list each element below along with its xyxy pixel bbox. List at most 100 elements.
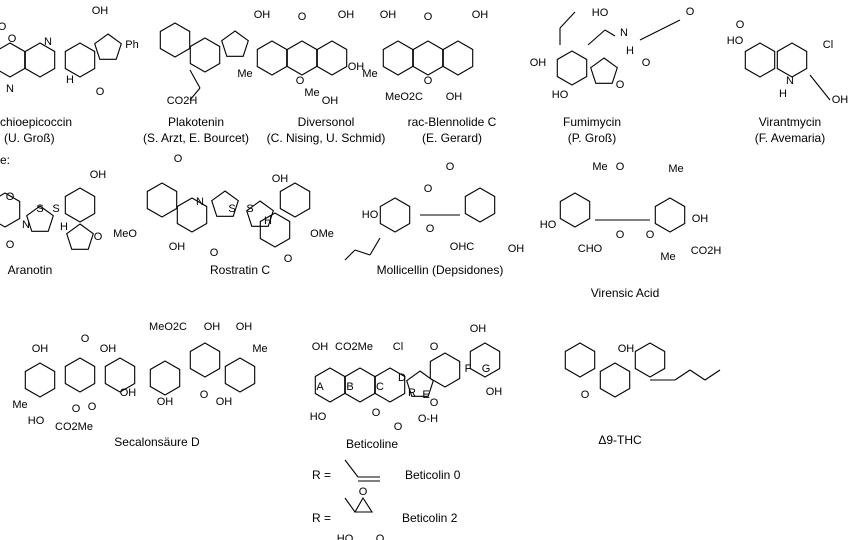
atom-label: OH xyxy=(486,386,503,398)
atom-label: S xyxy=(228,203,235,215)
atom-label: O xyxy=(736,19,745,31)
atom-label: OH xyxy=(832,94,849,106)
atom-label: OH xyxy=(348,61,365,73)
atom-label: C xyxy=(376,381,384,393)
atom-label: HO xyxy=(337,533,354,540)
atom-label: Me xyxy=(252,343,267,355)
bond xyxy=(704,369,721,381)
atom-label: OH xyxy=(204,321,221,333)
atom-label: O xyxy=(96,86,105,98)
compound-credit-3: (E. Gerard) xyxy=(421,131,483,145)
atom-label: OH xyxy=(322,95,339,107)
compound-name-5: Virantmycin xyxy=(758,115,822,129)
ring-bond xyxy=(776,42,808,78)
atom-label: HO xyxy=(592,7,609,19)
atom-label: OH xyxy=(90,169,107,181)
ring-bond xyxy=(559,192,591,228)
atom-label: O xyxy=(394,421,403,433)
ring-bond xyxy=(556,50,588,86)
compound-name-9: Virensic Acid xyxy=(590,286,660,300)
atom-label: O xyxy=(296,75,305,87)
atom-label: O xyxy=(430,341,439,353)
atom-label: E xyxy=(422,389,429,401)
atom-label: HO xyxy=(362,209,379,221)
atom-label: O xyxy=(616,161,625,173)
atom-label: Ph xyxy=(125,39,138,51)
atom-label: OH xyxy=(236,321,253,333)
atom-label: F xyxy=(465,363,472,375)
bond xyxy=(189,87,201,101)
atom-label: HO xyxy=(727,35,744,47)
atom-label: O xyxy=(372,407,381,419)
ring-bond xyxy=(412,40,444,76)
atom-label: N xyxy=(786,75,794,87)
compound-credit-0: (U. Groß) xyxy=(4,131,55,145)
ring-bond xyxy=(224,357,256,393)
atom-label: O xyxy=(6,239,15,251)
atom-label: O xyxy=(686,6,695,18)
compound-name-6: Aranotin xyxy=(7,263,53,277)
bond xyxy=(344,459,359,478)
ring-bond xyxy=(149,360,181,396)
atom-label: O xyxy=(210,247,219,259)
ring-bond xyxy=(24,42,56,78)
structure-12: OHO xyxy=(564,342,721,401)
atom-label: Me xyxy=(237,68,252,80)
ring-bond xyxy=(221,30,249,57)
compound-name-4: Fumimycin xyxy=(562,115,622,129)
atom-label: HO xyxy=(552,89,569,101)
atom-label: B xyxy=(346,381,353,393)
ring-bond xyxy=(26,205,54,232)
atom-label: H xyxy=(779,88,787,100)
ring-bond xyxy=(94,33,122,60)
ring-bond xyxy=(189,342,221,378)
ring-bond xyxy=(379,197,411,233)
atom-label: OH xyxy=(254,9,271,21)
bond xyxy=(587,29,606,46)
ring-bond xyxy=(429,352,461,388)
atom-label: O xyxy=(616,229,625,241)
compound-name-7: Rostratin C xyxy=(209,263,271,277)
compound-name-11: Beticoline xyxy=(345,437,399,451)
atom-label: OH xyxy=(100,343,117,355)
bond xyxy=(354,249,371,256)
atom-label: O xyxy=(446,161,455,173)
compound-credit-1: (S. Arzt, E. Bourcet) xyxy=(142,131,250,145)
atom-label: OH xyxy=(618,343,635,355)
atom-label: Me xyxy=(362,68,377,80)
atom-label: OH xyxy=(32,343,49,355)
atom-label: O xyxy=(200,389,209,401)
atom-label: HO xyxy=(310,411,327,423)
bond xyxy=(689,369,706,381)
atom-label: O xyxy=(642,57,651,69)
atom-label: Me xyxy=(592,161,607,173)
ring-bond xyxy=(259,212,291,248)
compound-credit-4: (P. Groß) xyxy=(567,131,617,145)
atom-label: O xyxy=(72,403,81,415)
atom-label: Me xyxy=(660,251,675,263)
atom-label: R xyxy=(408,387,416,399)
compound-name-3: rac-Blennolide C xyxy=(407,115,497,129)
atom-label: Cl xyxy=(823,39,833,51)
bond xyxy=(344,497,356,513)
atom-label: O xyxy=(298,11,307,23)
atom-label: D xyxy=(398,372,406,384)
atom-label: OH xyxy=(312,341,329,353)
ring-bond xyxy=(599,362,631,398)
ring-bond xyxy=(146,182,178,218)
atom-label: Me xyxy=(12,399,27,411)
atom-label: OH xyxy=(446,91,463,103)
atom-label: OH xyxy=(157,396,174,408)
atom-label: H xyxy=(626,45,634,57)
ring-bond xyxy=(0,192,21,228)
atom-label: O xyxy=(174,153,183,165)
compound-name-8: Mollicellin (Depsidones) xyxy=(376,263,504,277)
variant-name-0: Beticolin 0 xyxy=(405,468,461,482)
